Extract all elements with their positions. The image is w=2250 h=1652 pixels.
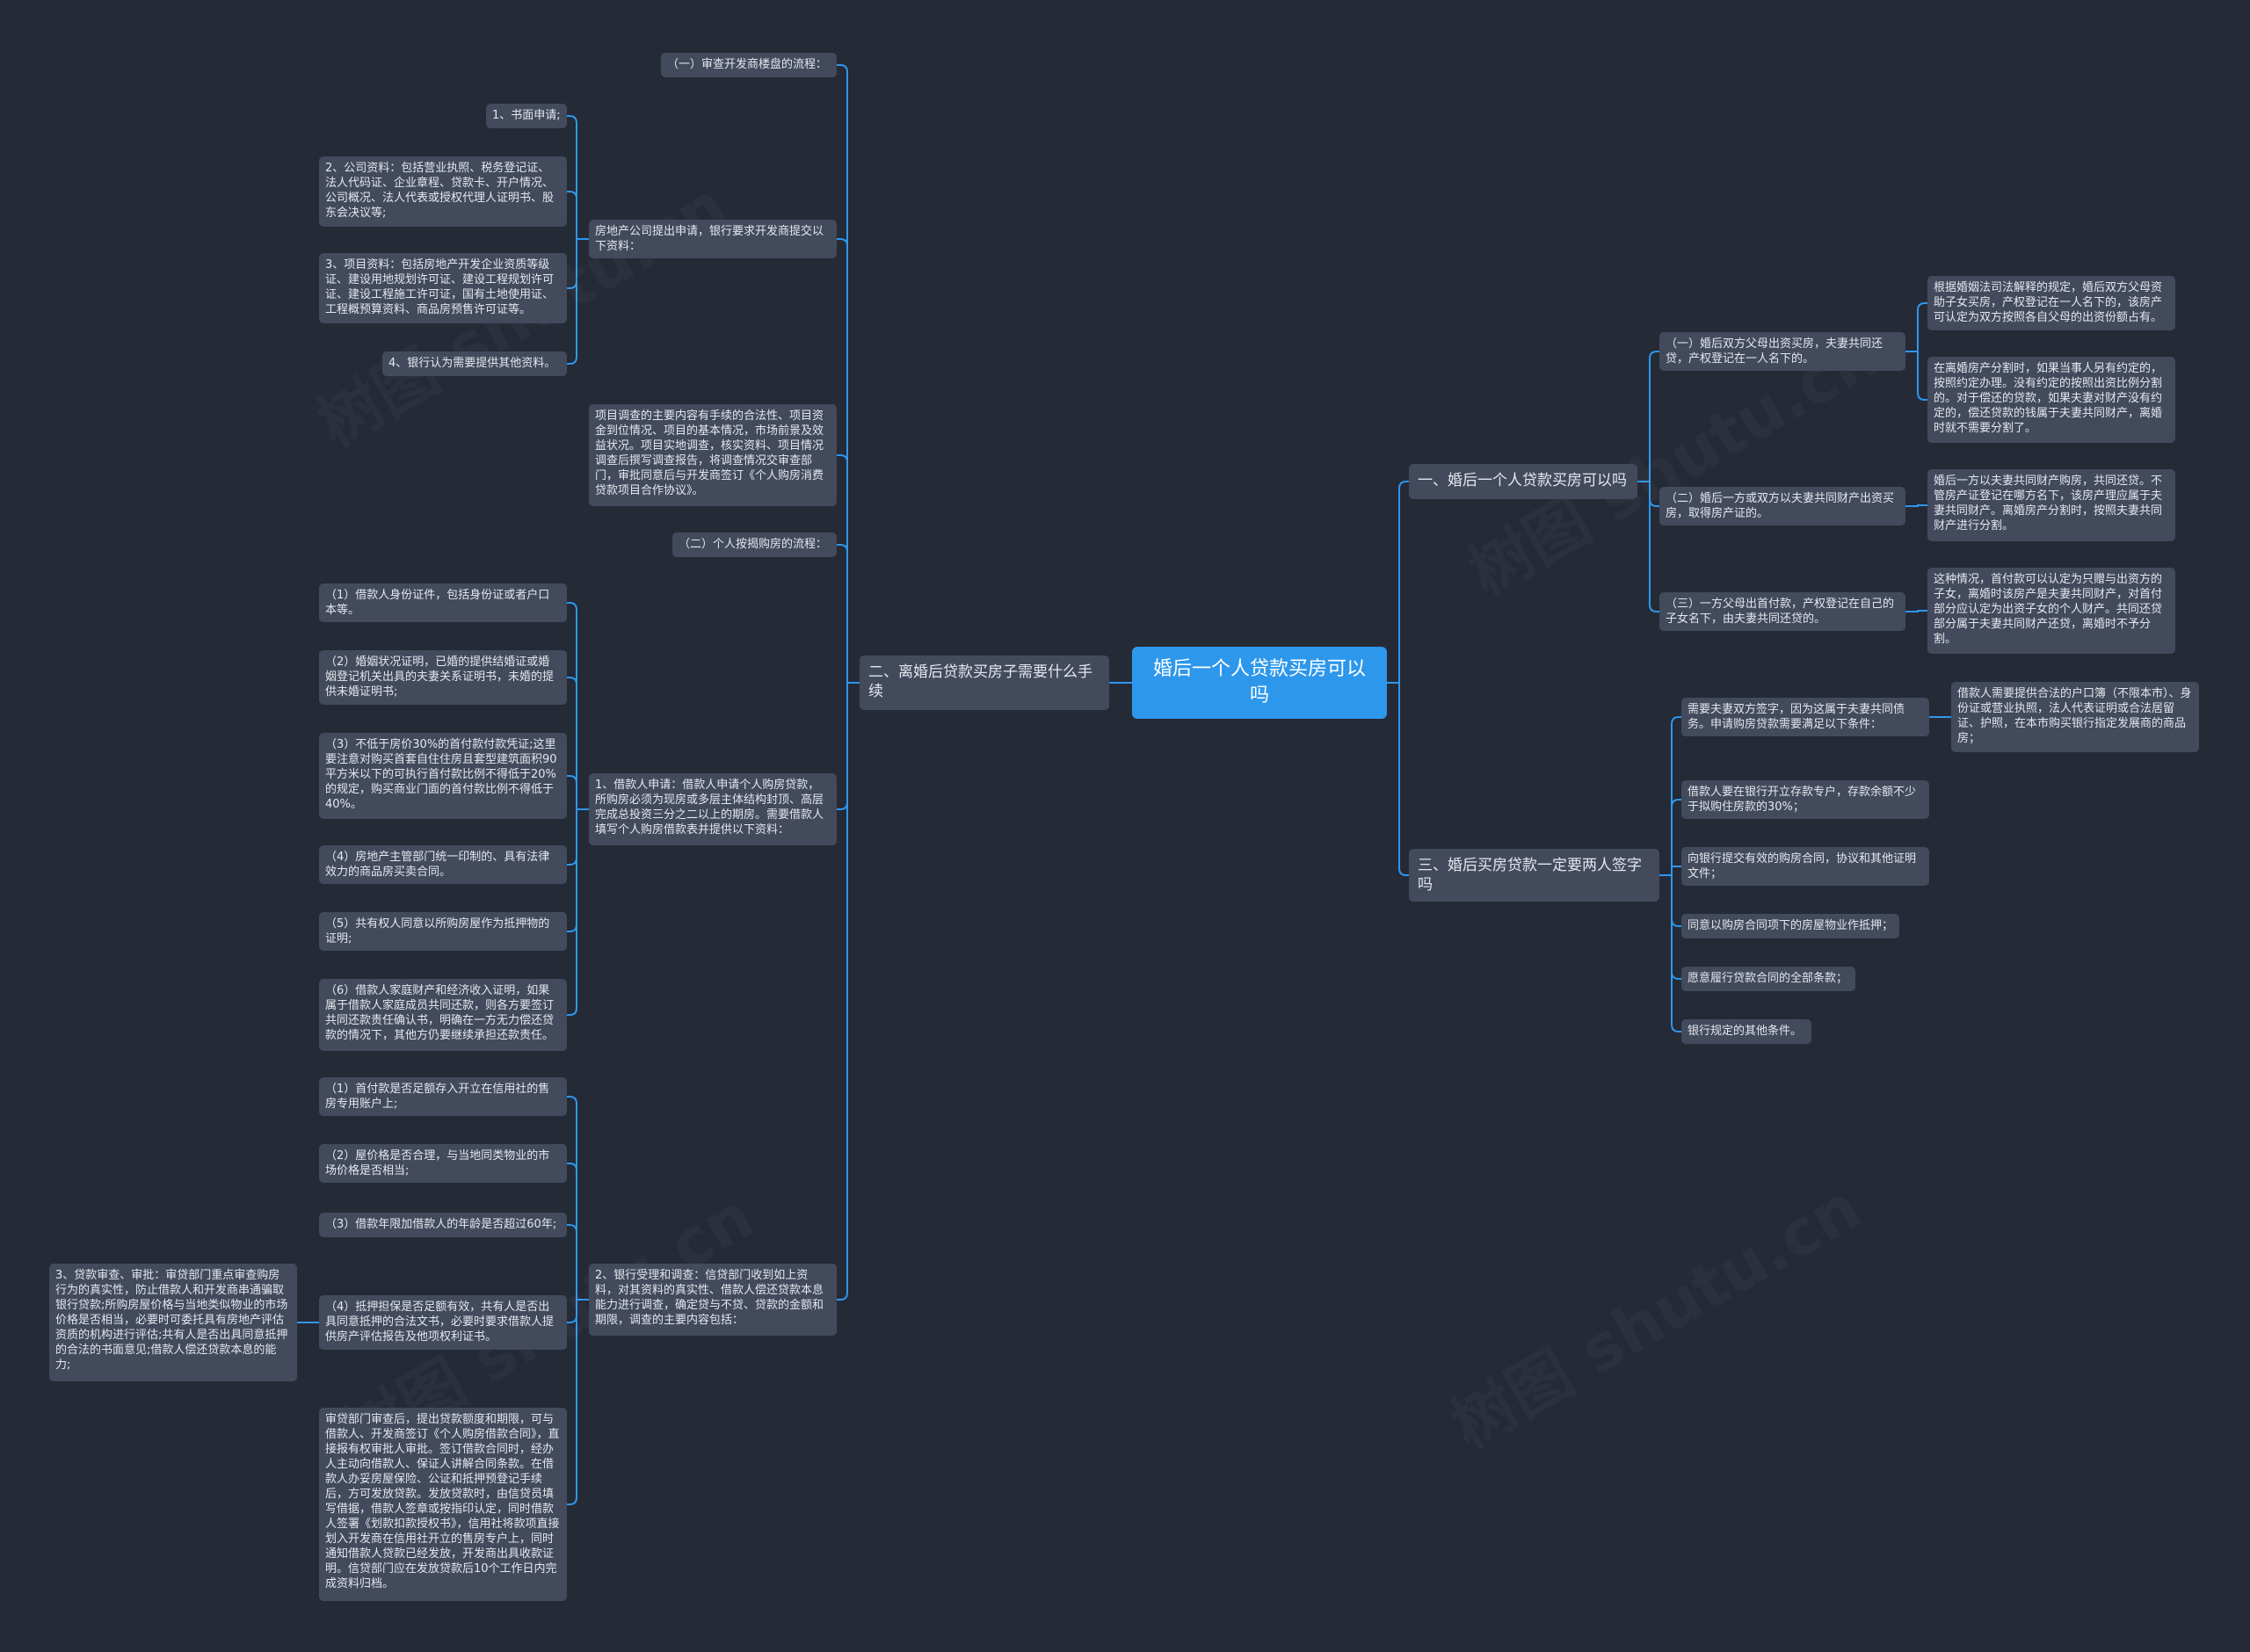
connector-b2-b2_3 <box>837 454 860 684</box>
root-node[interactable]: 婚后一个人贷款买房可以吗 <box>1132 647 1387 719</box>
branch-2-item-5-detail-4[interactable]: （4）房地产主管部门统一印制的、具有法律效力的商品房买卖合同。 <box>319 845 567 884</box>
branch-1-item-1[interactable]: （一）婚后双方父母出资买房，夫妻共同还贷，产权登记在一人名下的。 <box>1659 332 1905 371</box>
branch-3-item-4[interactable]: 同意以购房合同项下的房屋物业作抵押； <box>1681 914 1899 938</box>
connector-b2_5-b2_5f <box>567 808 589 1016</box>
connector-root-b3 <box>1387 682 1409 876</box>
branch-2-item-5-detail-6[interactable]: （6）借款人家庭财产和经济收入证明，如果属于借款人家庭成员共同还款，则各方要签订… <box>319 979 567 1051</box>
connector-b1-b1_3 <box>1637 481 1659 612</box>
connector-b1-b1_2 <box>1637 481 1659 507</box>
branch-2-item-2-detail-3[interactable]: 3、项目资料：包括房地产开发企业资质等级证、建设用地规划许可证、建设工程规划许可… <box>319 253 567 323</box>
connector-b2_5-b2_5c <box>567 775 589 810</box>
connector-b2_2-b2_2b <box>567 191 589 240</box>
root-label: 婚后一个人贷款买房可以吗 <box>1152 658 1366 706</box>
connector-b2_2-b2_2d <box>567 238 589 365</box>
branch-2-item-5-detail-5[interactable]: （5）共有权人同意以所购房屋作为抵押物的证明; <box>319 912 567 951</box>
branch-2-topic[interactable]: 二、离婚后贷款买房子需要什么手续 <box>860 656 1109 710</box>
connector-b2_5-b2_5a <box>567 602 589 810</box>
branch-2-item-4[interactable]: （二）个人按揭购房的流程： <box>672 533 837 557</box>
connector-b1_1-b1_1b <box>1905 351 1927 401</box>
branch-3-item-3[interactable]: 向银行提交有效的购房合同，协议和其他证明文件； <box>1681 847 1929 886</box>
connector-b1_1-b1_1a <box>1905 302 1927 352</box>
connector-b2-b2_4 <box>837 544 860 684</box>
branch-2-item-2-detail-1[interactable]: 1、书面申请; <box>486 104 567 128</box>
connector-b2-b2_1 <box>837 64 860 684</box>
connector-b3-b3_6 <box>1659 874 1681 1032</box>
connector-b3-b3_5 <box>1659 874 1681 980</box>
branch-2-item-6-detail-2[interactable]: （2）屋价格是否合理，与当地同类物业的市场价格是否相当; <box>319 1144 567 1183</box>
connector-b3-b3_1 <box>1659 716 1681 876</box>
connector-b3-b3_2 <box>1659 799 1681 876</box>
branch-2-item-6-detail-1[interactable]: （1）首付款是否足额存入开立在信用社的售房专用账户上; <box>319 1077 567 1116</box>
connector-b2_6-b2_6c <box>567 1224 589 1301</box>
connector-b2-b2_2 <box>837 238 860 684</box>
branch-2-item-2[interactable]: 房地产公司提出申请，银行要求开发商提交以下资料： <box>589 220 837 258</box>
connector-b1-b1_1 <box>1637 351 1659 482</box>
branch-2-item-6-detail-4[interactable]: （4）抵押担保是否足额有效，共有人是否出具同意抵押的合法文书，必要时要求借款人提… <box>319 1295 567 1350</box>
branch-1-item-2[interactable]: （二）婚后一方或双方以夫妻共同财产出资买房，取得房产证的。 <box>1659 487 1905 525</box>
branch-2-item-2-detail-4[interactable]: 4、银行认为需要提供其他资料。 <box>382 351 567 376</box>
connector-b2_6-b2_6b <box>567 1163 589 1301</box>
branch-3-item-1-detail[interactable]: 借款人需要提供合法的户口簿（不限本市）、身份证或营业执照，法人代表证明或合法居留… <box>1951 682 2199 752</box>
branch-2-item-1[interactable]: （一）审查开发商楼盘的流程： <box>661 53 837 77</box>
connector-b1_2-b1_2a <box>1905 504 1927 507</box>
connector-b3-b3_4 <box>1659 874 1681 927</box>
connector-b3-b3_3 <box>1659 866 1681 876</box>
connector-b2_5-b2_5b <box>567 677 589 810</box>
connector-b2_6-b2_6e <box>567 1299 589 1505</box>
branch-3-item-1[interactable]: 需要夫妻双方签字，因为这属于夫妻共同债务。申请购房贷款需要满足以下条件： <box>1681 698 1929 736</box>
branch-2-item-5-detail-2[interactable]: （2）婚姻状况证明，已婚的提供结婚证或婚姻登记机关出具的夫妻关系证明书，未婚的提… <box>319 650 567 705</box>
branch-3-item-2[interactable]: 借款人要在银行开立存款专户，存款余额不少于拟购住房款的30%； <box>1681 780 1929 819</box>
branch-1-item-1-detail-a[interactable]: 根据婚姻法司法解释的规定，婚后双方父母资助子女买房，产权登记在一人名下的，该房产… <box>1927 276 2175 330</box>
branch-1-item-3-detail[interactable]: 这种情况，首付款可以认定为只赠与出资方的子女，离婚时该房产是夫妻共同财产，对首付… <box>1927 568 2175 654</box>
branch-2-item-5-detail-1[interactable]: （1）借款人身份证件，包括身份证或者户口本等。 <box>319 583 567 622</box>
branch-2-item-5[interactable]: 1、借款人申请：借款人申请个人购房贷款，所购房必须为现房或多层主体结构封顶、高层… <box>589 773 837 845</box>
connector-b1_3-b1_3a <box>1905 610 1927 612</box>
connector-b2_6-b2_6a <box>567 1096 589 1301</box>
connector-root-b1 <box>1387 481 1409 684</box>
branch-2-item-3[interactable]: 项目调查的主要内容有手续的合法性、项目资金到位情况、项目的基本情况，市场前景及效… <box>589 404 837 506</box>
branch-1-item-1-detail-b[interactable]: 在离婚房产分割时，如果当事人另有约定的，按照约定办理。没有约定的按照出资比例分割… <box>1927 357 2175 443</box>
branch-2-item-6-detail-4-sub[interactable]: 3、贷款审查、审批：审贷部门重点审查购房行为的真实性，防止借款人和开发商串通骗取… <box>49 1264 297 1381</box>
connector-b2_2-b2_2c <box>567 238 589 289</box>
connector-b2_6-b2_6d <box>567 1299 589 1323</box>
connector-b2_2-b2_2a <box>567 115 589 240</box>
branch-1-item-3[interactable]: （三）一方父母出首付款，产权登记在自己的子女名下，由夫妻共同还贷的。 <box>1659 592 1905 631</box>
connector-b2_5-b2_5d <box>567 808 589 866</box>
connector-b2-b2_6 <box>837 682 860 1301</box>
branch-3-item-6[interactable]: 银行规定的其他条件。 <box>1681 1019 1811 1044</box>
branch-2-item-6-detail-3[interactable]: （3）借款年限加借款人的年龄是否超过60年; <box>319 1213 567 1237</box>
branch-2-item-6-detail-5[interactable]: 审贷部门审查后，提出贷款额度和期限，可与借款人、开发商签订《个人购房借款合同》，… <box>319 1408 567 1601</box>
branch-2-item-5-detail-3[interactable]: （3）不低于房价30%的首付款付款凭证;这里要注意对购买首套自住住房且套型建筑面… <box>319 733 567 819</box>
connector-b2_5-b2_5e <box>567 808 589 932</box>
branch-3-topic[interactable]: 三、婚后买房贷款一定要两人签字吗 <box>1409 849 1659 902</box>
branch-3-item-5[interactable]: 愿意履行贷款合同的全部条款； <box>1681 967 1855 991</box>
branch-2-item-2-detail-2[interactable]: 2、公司资料：包括营业执照、税务登记证、法人代码证、企业章程、贷款卡、开户情况、… <box>319 156 567 227</box>
branch-1-item-2-detail[interactable]: 婚后一方以夫妻共同财产购房，共同还贷。不管房产证登记在哪方名下，该房产理应属于夫… <box>1927 469 2175 541</box>
branch-1-topic[interactable]: 一、婚后一个人贷款买房可以吗 <box>1409 464 1637 499</box>
branch-2-item-6[interactable]: 2、银行受理和调查：信贷部门收到如上资料，对其资料的真实性、借款人偿还贷款本息能… <box>589 1264 837 1336</box>
